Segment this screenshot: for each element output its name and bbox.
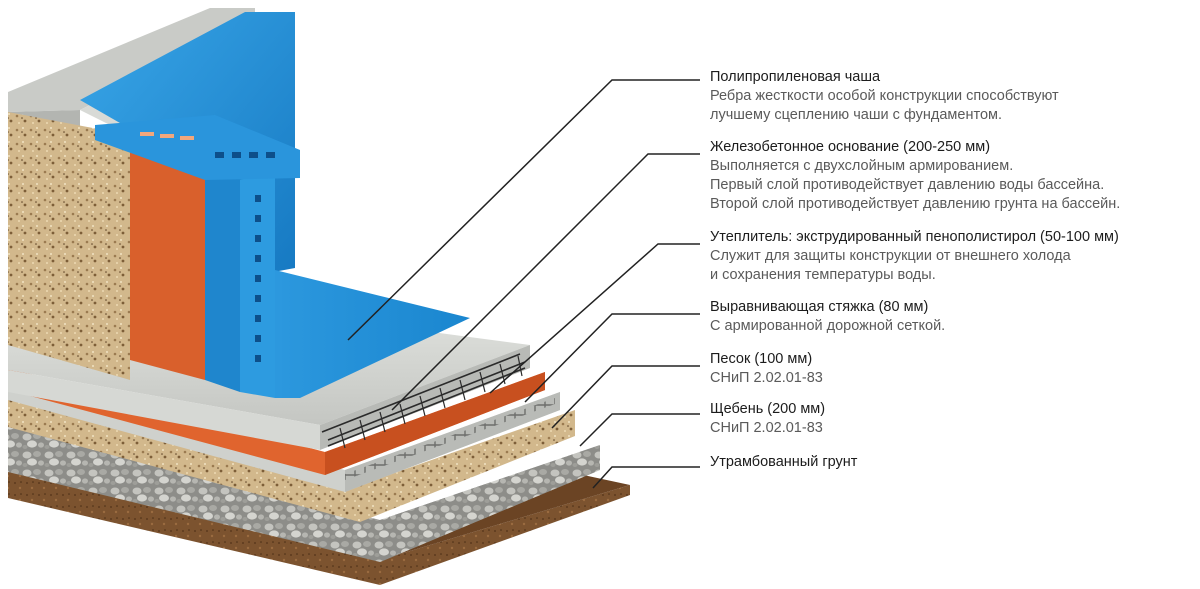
leader-line-gravel — [579, 413, 700, 447]
layer-desc: и сохранения температуры воды. — [710, 267, 936, 283]
label-soil: Утрамбованный грунт — [710, 453, 1198, 472]
layer-gravel — [8, 425, 600, 562]
layer-title: Утеплитель: экструдированный пенополисти… — [710, 229, 1119, 245]
layer-desc: лучшему сцеплению чаши с фундаментом. — [710, 107, 1003, 123]
pool-bowl — [80, 12, 470, 398]
label-concrete-base: Железобетонное основание (200-250 мм) Вы… — [710, 138, 1198, 214]
layer-desc: Выполняется с двухслойным армированием. — [710, 158, 1014, 174]
layer-title: Выравнивающая стяжка (80 мм) — [710, 299, 929, 315]
layer-insulation — [8, 368, 545, 475]
layer-desc: Первый слой противодействует давлению во… — [710, 177, 1105, 193]
leader-line-screed — [524, 313, 700, 403]
layer-desc: С армированной дорожной сеткой. — [710, 318, 946, 334]
label-sand: Песок (100 мм) СНиП 2.02.01-83 — [710, 350, 1198, 388]
label-gravel: Щебень (200 мм) СНиП 2.02.01-83 — [710, 400, 1198, 438]
layer-desc: Ребра жесткости особой конструкции спосо… — [710, 88, 1059, 104]
label-screed: Выравнивающая стяжка (80 мм) С армирован… — [710, 298, 1198, 336]
layer-title: Щебень (200 мм) — [710, 401, 826, 417]
label-pool-bowl: Полипропиленовая чаша Ребра жесткости ос… — [710, 68, 1198, 125]
layer-desc: Второй слой противодействует давлению гр… — [710, 196, 1121, 212]
leader-line-bowl — [347, 79, 700, 341]
label-insulation: Утеплитель: экструдированный пенополисти… — [710, 228, 1198, 285]
layer-sand — [8, 398, 575, 522]
layer-screed — [8, 388, 560, 492]
leader-line-concrete — [391, 153, 700, 411]
layer-desc: Служит для защиты конструкции от внешнег… — [710, 248, 1071, 264]
leader-lines — [347, 79, 700, 489]
layer-soil — [8, 470, 630, 585]
layer-title: Песок (100 мм) — [710, 351, 813, 367]
layer-title: Железобетонное основание (200-250 мм) — [710, 139, 991, 155]
layer-title: Утрамбованный грунт — [710, 454, 858, 470]
layer-desc: СНиП 2.02.01-83 — [710, 420, 823, 436]
layer-desc: СНиП 2.02.01-83 — [710, 370, 823, 386]
leader-line-soil — [592, 466, 700, 489]
leader-line-sand — [551, 365, 700, 429]
leader-line-insulation — [489, 243, 700, 394]
layer-title: Полипропиленовая чаша — [710, 69, 881, 85]
